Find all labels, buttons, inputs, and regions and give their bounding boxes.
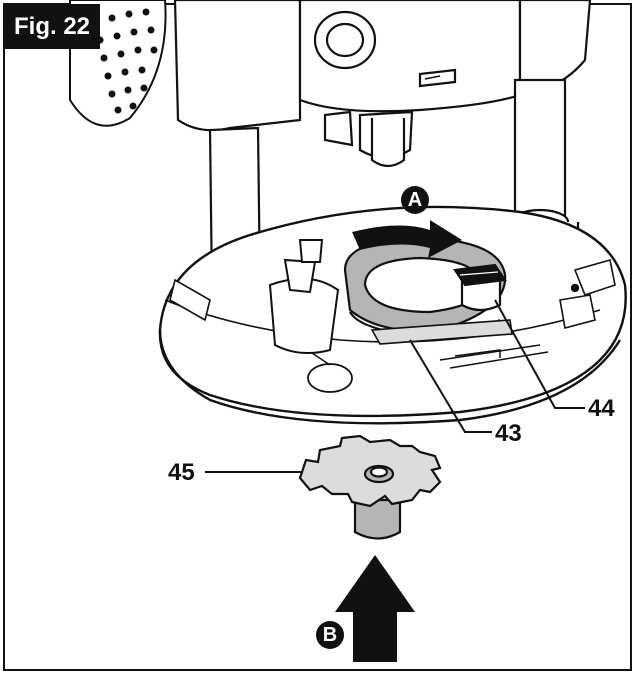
lock-lever (453, 263, 507, 312)
motor-housing (173, 0, 592, 168)
template-guide-ring-opening (343, 236, 513, 345)
figure-label: Fig. 22 (4, 4, 101, 49)
step-b-badge: B (316, 621, 344, 649)
rotate-arrow-a (352, 220, 462, 258)
leader-lines (205, 299, 585, 473)
step-a-badge: A (401, 186, 429, 214)
callout-44: 44 (588, 395, 615, 422)
callout-43: 43 (495, 420, 522, 447)
template-guide-bracket (268, 239, 340, 355)
callout-45: 45 (168, 459, 195, 486)
push-arrow-b (335, 555, 415, 662)
template-guide-part (298, 434, 442, 540)
